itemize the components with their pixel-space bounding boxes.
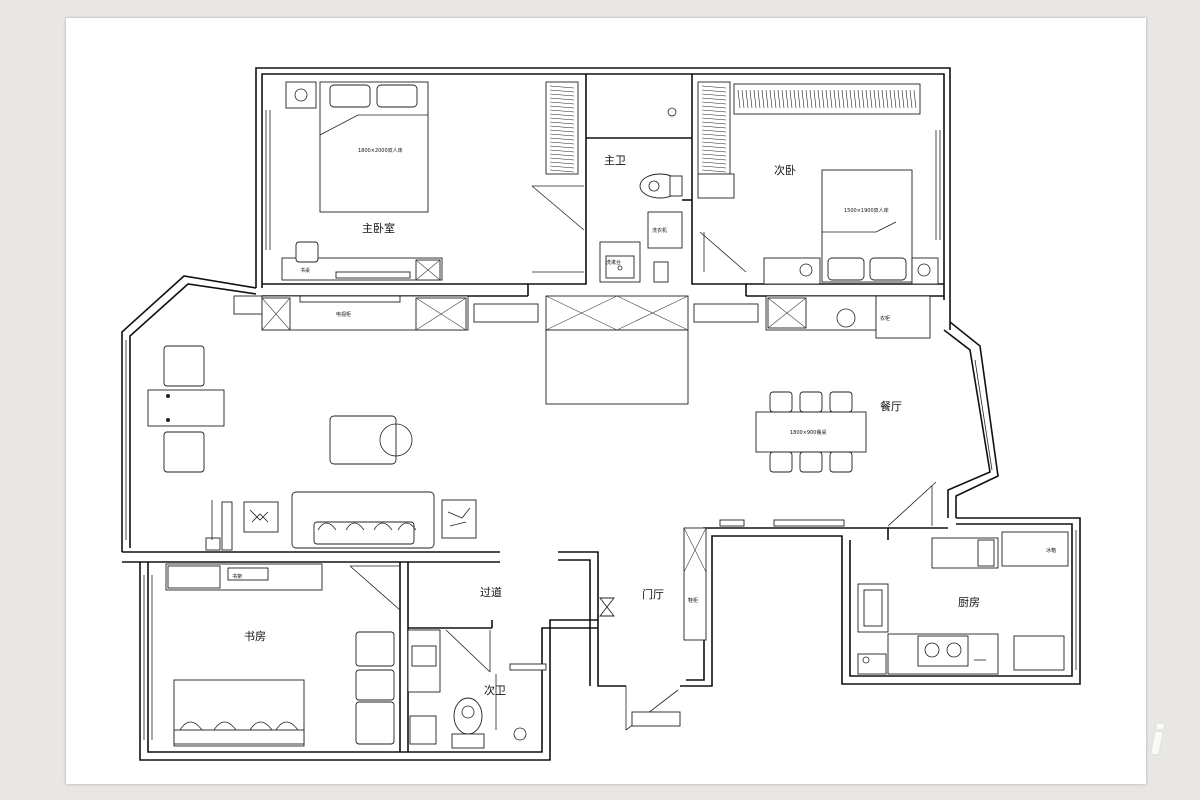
floor-plan: 主卧室 主卫 次卧 餐厅 过道 门厅 书房 次卫 厨房 1800×2000双人床… <box>121 67 1081 761</box>
master-bath-fixtures <box>531 107 683 283</box>
living-room-furniture <box>147 345 477 551</box>
central-core <box>473 295 759 405</box>
dining-chair <box>769 451 793 473</box>
side-table <box>147 389 225 427</box>
dining-chair <box>829 451 853 473</box>
second-bedroom-furniture <box>699 169 939 339</box>
exterior-walls <box>121 67 1081 761</box>
label-dining: 餐厅 <box>880 399 902 413</box>
dining-chair <box>799 391 823 413</box>
dining-table-label: 1800×900餐桌 <box>790 429 826 436</box>
washing-machine-label: 洗衣机 <box>652 227 667 234</box>
dining-chair <box>799 451 823 473</box>
wardrobe-label: 衣柜 <box>880 315 890 322</box>
dining-chair <box>829 391 853 413</box>
tv-cabinet-label: 电视柜 <box>336 311 351 318</box>
label-master-bath: 主卫 <box>604 154 626 167</box>
drawing-sheet: 主卧室 主卫 次卧 餐厅 过道 门厅 书房 次卫 厨房 1800×2000双人床… <box>66 18 1146 784</box>
furniture-labels: 1800×2000双人床 1500×1900双人床 1800×900餐桌 书桌 … <box>232 147 1056 604</box>
second-bed-label: 1500×1900双人床 <box>844 207 889 214</box>
master-bed-label: 1800×2000双人床 <box>358 147 403 154</box>
label-second-bath: 次卫 <box>484 683 506 697</box>
label-study: 书房 <box>244 630 266 643</box>
second-toilet <box>453 697 483 735</box>
label-kitchen: 厨房 <box>958 596 980 609</box>
kitchen-fixtures <box>857 531 1069 675</box>
desk-label: 书桌 <box>300 267 310 274</box>
bookshelf-label: 书架 <box>232 573 242 580</box>
desk-chair <box>295 241 319 263</box>
label-corridor: 过道 <box>480 585 502 599</box>
label-entry: 门厅 <box>642 587 664 601</box>
wash-basin-label: 洗漱台 <box>606 259 621 266</box>
watermark-logo: i <box>1150 718 1164 764</box>
fridge <box>1001 531 1069 567</box>
coffee-table <box>329 415 397 465</box>
second-bath-fixtures <box>407 629 547 749</box>
shoe-cabinet <box>683 527 707 641</box>
windows <box>125 110 1077 740</box>
dining-chair <box>769 391 793 413</box>
dining-table <box>755 411 867 453</box>
room-labels: 主卧室 主卫 次卧 餐厅 过道 门厅 书房 次卫 厨房 <box>244 154 980 697</box>
label-second-bedroom: 次卧 <box>774 163 796 177</box>
master-bedroom-furniture <box>233 81 469 331</box>
study-furniture <box>165 563 401 747</box>
dining-furniture <box>719 391 937 527</box>
shoe-cabinet-label: 鞋柜 <box>688 597 698 604</box>
wardrobe-hangers <box>549 85 917 173</box>
label-master-bedroom: 主卧室 <box>362 221 395 235</box>
fridge-label: 冰箱 <box>1046 547 1056 554</box>
entry-furniture <box>599 527 707 731</box>
